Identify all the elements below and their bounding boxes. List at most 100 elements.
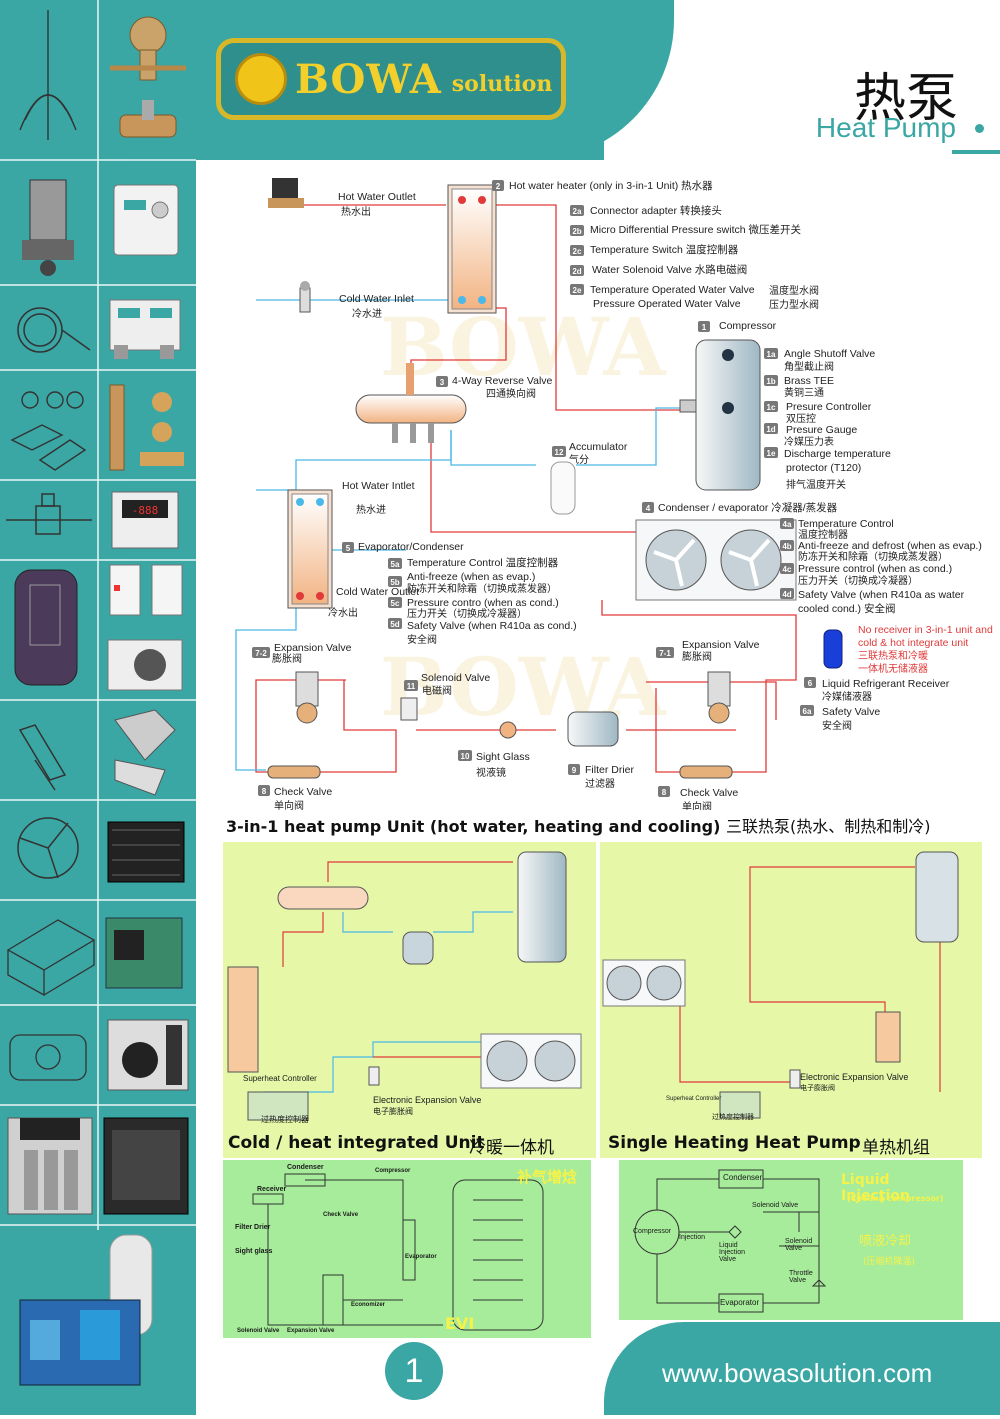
pressure-operated-valve-label-zh: 压力型水阀	[769, 298, 819, 311]
badge-4a: 4a	[783, 520, 792, 529]
panel-caption-single-zh: 单热机组	[862, 1138, 930, 1158]
hot-water-inlet-label-zh: 热水进	[356, 503, 386, 516]
four-way-valve-icon	[277, 886, 369, 910]
badge-10: 10	[461, 752, 470, 761]
evap-pressure-control-label: Pressure contro (when as cond.)	[407, 597, 559, 609]
fan-safety-valve-label: Safety Valve (when R410a as water	[798, 589, 965, 601]
badge-4b: 4b	[782, 542, 791, 551]
superheat-controller-label-zh: 过热度控制器	[261, 1115, 309, 1124]
air-handler-icon	[6, 919, 96, 997]
brand-name: BOWA	[295, 55, 442, 103]
cold-water-outlet-label-zh: 冷水出	[328, 606, 358, 619]
badge-5b: 5b	[390, 578, 399, 587]
badge-3: 3	[440, 378, 445, 387]
evaporator-condenser-label: Evaporator/Condenser	[358, 541, 464, 553]
badge-2b: 2b	[572, 227, 581, 236]
solenoid-valve-icon	[400, 697, 418, 721]
superheat-controller-label: Superheat Controller	[666, 1096, 722, 1102]
temp-operated-valve-label: Temperature Operated Water Valve	[590, 284, 755, 296]
cold-water-inlet-label: Cold Water Inlet	[339, 293, 414, 305]
superheat-controller-label-zh: 过热度控制器	[712, 1113, 754, 1121]
discharge-temp-label-2: protector (T120)	[786, 462, 861, 474]
section-headline-en: 3-in-1 heat pump Unit (hot water, heatin…	[226, 817, 721, 836]
single-heating-diagram	[602, 851, 959, 1119]
check-valve-left-label-zh: 单向阀	[274, 799, 304, 810]
heat-pump-cabinet-icon	[7, 1117, 93, 1215]
liquid-receiver-label-zh: 冷媒储液器	[822, 690, 872, 703]
expansion-valve-left-label: Expansion Valve	[274, 642, 352, 654]
brass-tee-label-zh: 黄铜三通	[784, 386, 824, 399]
filter-drier-icon	[567, 711, 619, 747]
title-dot	[975, 124, 984, 133]
evap-safety-valve-label-zh: 安全阀	[407, 633, 437, 646]
accumulator-label: Accumulator	[569, 441, 628, 453]
pressure-switch-icon	[22, 179, 74, 276]
antenna-icon	[19, 10, 77, 140]
evi-expansion-label: Expansion Valve	[287, 1328, 335, 1334]
liquid-solenoid2-label: Solenoid Valve	[785, 1238, 813, 1252]
hot-water-heater-label: Hot water heater (only in 3-in-1 Unit) 热…	[509, 179, 713, 192]
sight-glass-icon	[10, 391, 87, 471]
badge-11: 11	[407, 682, 416, 691]
refrigeration-circuit-diagram: 2 2a 2b 2c 2d 2e 1 1a 1b 1c 1d 1e 3 12 4…	[235, 178, 993, 810]
compressor-unit-icon	[9, 1034, 87, 1081]
water-solenoid-valve-icon	[268, 178, 304, 208]
evi-receiver-label: Receiver	[257, 1186, 287, 1193]
receiver-safety-valve-label: Safety Valve	[822, 706, 880, 718]
section-headline: 3-in-1 heat pump Unit (hot water, heatin…	[226, 813, 931, 837]
evi-diagram	[252, 1173, 544, 1331]
evi-economizer-label: Economizer	[351, 1302, 386, 1308]
evi-title-zh: 补气增焓	[517, 1168, 578, 1186]
accumulator-label-zh: 气分	[569, 453, 589, 466]
solenoid-valve-label: Solenoid Valve	[421, 672, 490, 684]
evap-safety-valve-label: Safety Valve (when R410a as cond.)	[407, 620, 577, 632]
badge-2a: 2a	[573, 207, 582, 216]
temperature-switch-label: Temperature Switch 温度控制器	[590, 243, 739, 256]
fan-coil-icon	[107, 639, 183, 691]
eev-label-zh: 电子膨胀阀	[800, 1084, 835, 1092]
evap-anti-freeze-label-zh: 防冻开关和除霜（切换成蒸发器）	[407, 582, 557, 595]
check-valve-icon	[267, 765, 321, 779]
accumulator-icon	[402, 931, 434, 965]
eev-label-zh: 电子膨胀阀	[373, 1107, 413, 1116]
expansion-valve-icon	[110, 16, 186, 81]
evi-check-label: Check Valve	[323, 1212, 359, 1218]
sight-glass-label: Sight Glass	[476, 751, 530, 763]
title-underline	[952, 150, 1000, 154]
page-title-en: Heat Pump	[815, 112, 956, 143]
panel-caption-cold-heat-zh: 冷暖一体机	[469, 1138, 554, 1158]
brass-tee-label: Brass TEE	[784, 375, 834, 387]
evi-compressor-label: Compressor	[375, 1168, 411, 1174]
check-valve-left-label: Check Valve	[274, 786, 332, 798]
hot-water-inlet-label: Hot Water Intlet	[342, 480, 415, 492]
pressure-controller-label-zh: 双压控	[786, 412, 816, 425]
badge-1: 1	[702, 323, 707, 332]
receiver-safety-valve-label-zh: 安全阀	[822, 719, 852, 732]
no-receiver-note-zh: 三联热泵和冷暖	[858, 649, 928, 662]
evi-tag: EVI	[445, 1314, 475, 1333]
badge-5c: 5c	[391, 599, 400, 608]
section-headline-zh: 三联热泵(热水、制热和制冷)	[726, 817, 931, 836]
liquid-injection-valve-label: Liquid Injection Valve	[719, 1242, 746, 1263]
badge-5d: 5d	[390, 620, 399, 629]
badge-6: 6	[808, 679, 813, 688]
badge-1a: 1a	[767, 350, 776, 359]
water-valve-icon	[299, 281, 311, 313]
footer-url[interactable]: www.bowasolution.com	[662, 1358, 933, 1388]
water-solenoid-label: Water Solenoid Valve 水路电磁阀	[592, 263, 747, 276]
capillary-tube-icon	[17, 307, 91, 353]
badge-4: 4	[646, 504, 651, 513]
hot-water-outlet-label: Hot Water Outlet	[338, 191, 416, 203]
pressure-gauge-label: Presure Gauge	[786, 424, 857, 436]
hinge-icon	[114, 709, 176, 796]
anti-freeze-defrost-label: Anti-freeze and defrost (when as evap.)	[798, 540, 982, 552]
evi-sight-label: Sight glass	[235, 1248, 273, 1255]
expansion-valve-icon	[707, 671, 731, 724]
relay-module-icon	[109, 564, 183, 616]
badge-2e: 2e	[573, 286, 582, 295]
panel-caption-cold-heat: Cold / heat integrated Unit	[228, 1133, 485, 1153]
four-way-valve-icon	[355, 363, 467, 443]
brass-fitting-icon	[109, 384, 184, 471]
panel-caption-single: Single Heating Heat Pump	[608, 1133, 861, 1153]
anti-freeze-defrost-label-zh: 防冻开关和除霜（切换成蒸发器）	[798, 550, 948, 563]
